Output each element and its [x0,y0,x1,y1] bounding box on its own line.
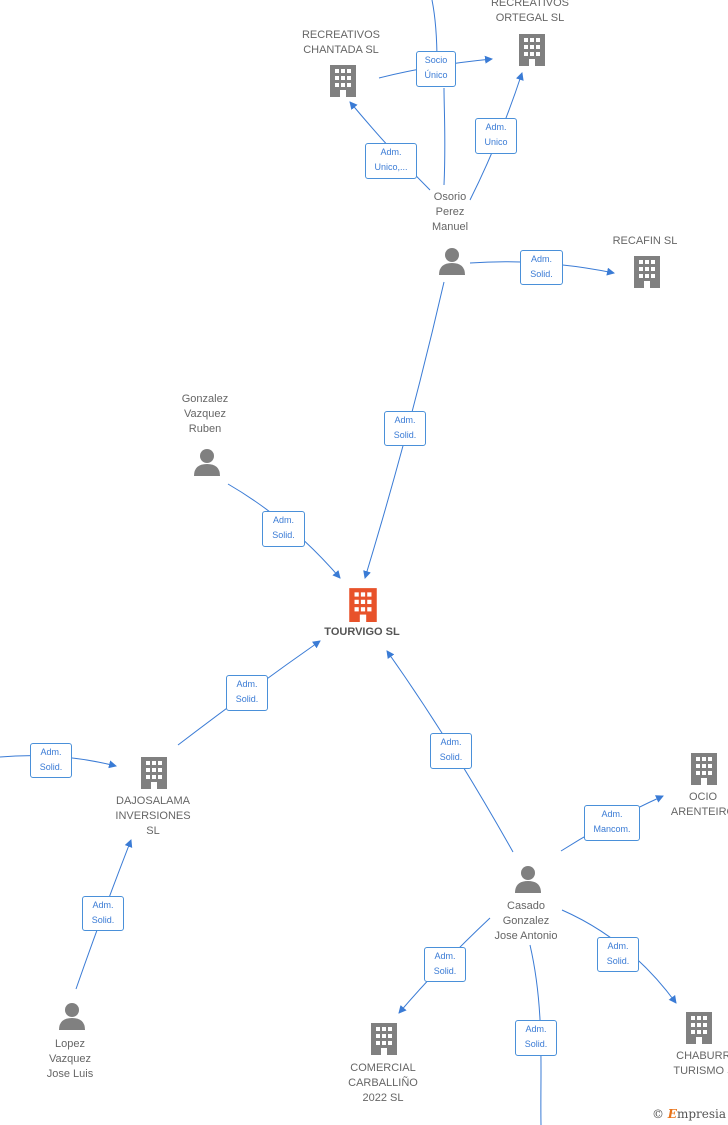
building-icon[interactable] [683,1010,715,1044]
building-icon[interactable] [688,751,720,785]
brand-logo: © Empresia [651,1107,726,1121]
relation-badge-adm-unico-chantada[interactable]: Adm. Unico,... [365,143,417,179]
relation-badge-adm-solid-bottom[interactable]: Adm. Solid. [515,1020,557,1056]
node-label-recafin[interactable]: RECAFIN SL [612,235,678,247]
edge-osorio-vertical [443,87,446,186]
node-label-osorio[interactable]: Osorio Perez Manuel [431,191,469,233]
building-icon[interactable] [631,254,663,288]
relation-badge-adm-solid-casado-tourvigo[interactable]: Adm. Solid. [430,733,472,769]
node-label-gonzalez-ruben[interactable]: Gonzalez Vazquez Ruben [181,393,229,435]
relation-badge-adm-solid-chaburra[interactable]: Adm. Solid. [597,937,639,972]
node-label-dajosalama[interactable]: DAJOSALAMA INVERSIONES SL [115,795,191,837]
relation-badge-adm-unico-ortegal[interactable]: Adm. Unico [475,118,517,154]
relation-badge-adm-solid-left-dajosalama[interactable]: Adm. Solid. [30,743,72,778]
node-label-recreativos-chantada[interactable]: RECREATIVOS CHANTADA SL [301,29,381,56]
relation-badge-adm-solid-lopez[interactable]: Adm. Solid. [82,896,124,931]
node-label-ocio-arenteiro[interactable]: OCIO ARENTEIRO [670,791,728,818]
relation-badge-adm-solid-ruben[interactable]: Adm. Solid. [262,511,305,547]
building-icon[interactable] [327,63,359,97]
relation-badge-socio-unico[interactable]: Socio Único [416,51,456,87]
building-icon[interactable] [368,1021,400,1055]
relation-badge-adm-solid-recafin[interactable]: Adm. Solid. [520,250,563,285]
center-building-icon[interactable] [346,586,380,622]
node-label-recreativos-ortegal[interactable]: RECREATIVOS ORTEGAL SL [490,0,570,24]
node-label-lopez[interactable]: Lopez Vazquez Jose Luis [46,1038,94,1080]
node-label-chaburra[interactable]: CHABURRA TURISMO SL [673,1050,728,1077]
node-label-tourvigo[interactable]: TOURVIGO SL [324,626,400,638]
relation-badge-adm-solid-osorio-tourvigo[interactable]: Adm. Solid. [384,411,426,446]
relation-badge-adm-solid-comercial[interactable]: Adm. Solid. [424,947,466,982]
person-icon[interactable] [57,1001,87,1031]
building-icon[interactable] [516,32,548,66]
node-label-comercial[interactable]: COMERCIAL CARBALLIÑO 2022 SL [348,1062,418,1104]
building-icon[interactable] [138,755,170,789]
person-icon[interactable] [513,864,543,894]
node-label-casado[interactable]: Casado Gonzalez Jose Antonio [494,900,558,942]
relation-badge-adm-mancom-ocio[interactable]: Adm. Mancom. [584,805,640,841]
person-icon[interactable] [192,447,222,477]
person-icon[interactable] [437,246,467,276]
relation-badge-adm-solid-dajosalama-tourvigo[interactable]: Adm. Solid. [226,675,268,711]
